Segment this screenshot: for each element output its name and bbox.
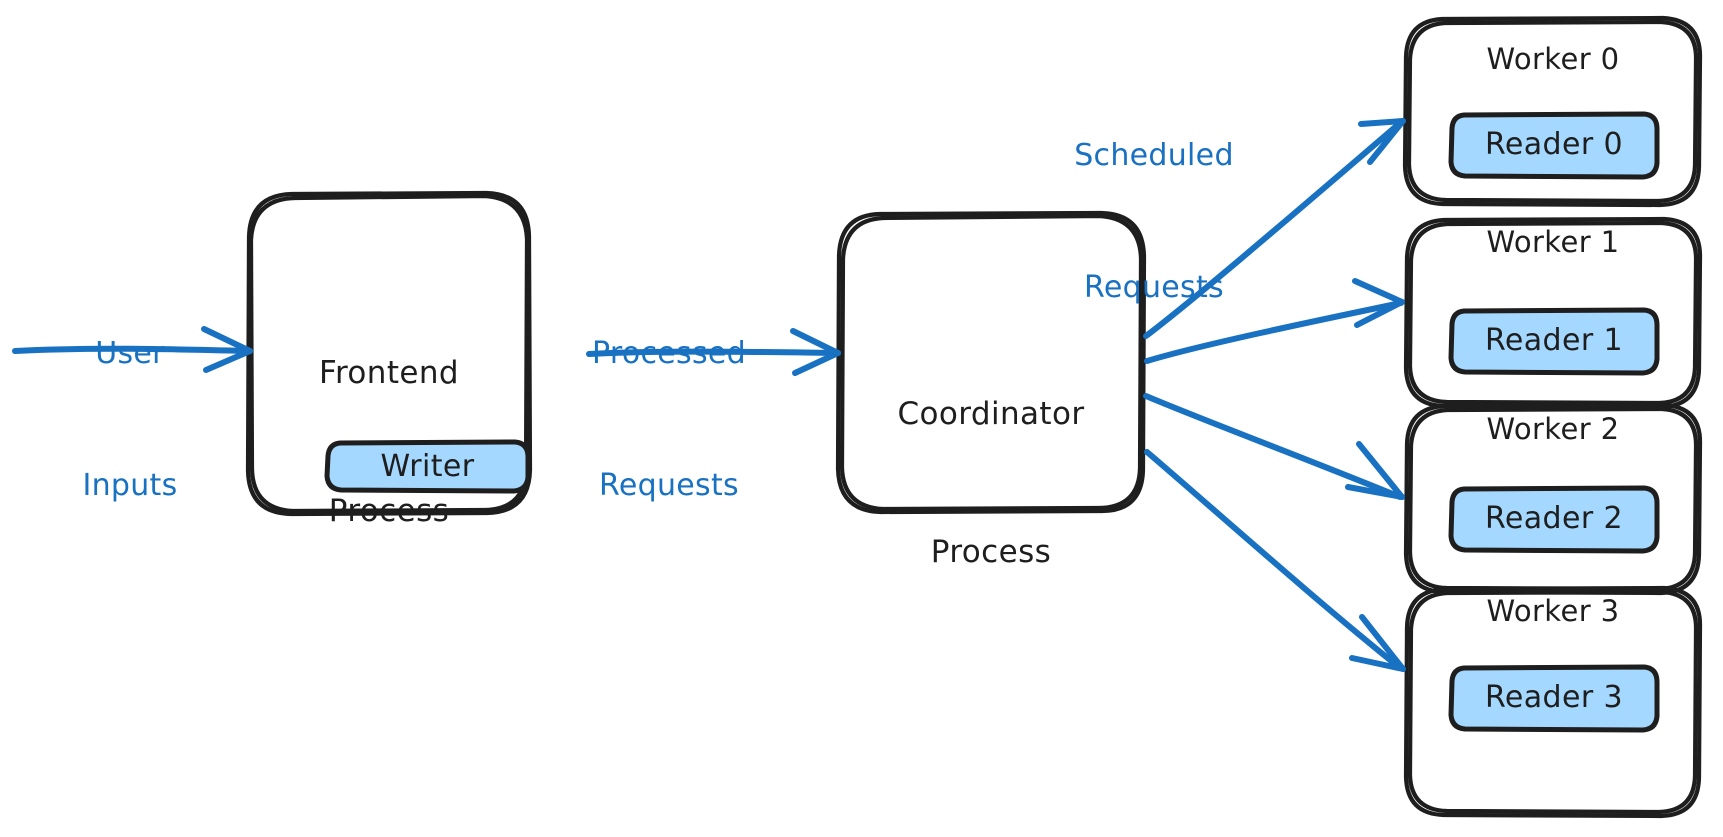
edge-label-user-inputs-line1: User bbox=[95, 336, 165, 371]
writer-box bbox=[324, 439, 531, 494]
reader-box-2 bbox=[1448, 485, 1660, 554]
edge-label-scheduled-requests: Scheduled Requests bbox=[1030, 46, 1278, 398]
arrow-scheduled-worker-0 bbox=[1143, 118, 1406, 339]
reader-box-0 bbox=[1448, 111, 1660, 180]
edge-label-scheduled-requests-line2: Requests bbox=[1084, 270, 1224, 305]
reader-box-1 bbox=[1448, 307, 1660, 376]
edge-label-user-inputs-line2: Inputs bbox=[82, 468, 178, 503]
arrow-user-inputs bbox=[12, 326, 253, 373]
frontend-process-box bbox=[245, 190, 533, 517]
edge-label-processed-requests-line2: Requests bbox=[599, 468, 739, 503]
reader-box-3 bbox=[1448, 664, 1660, 733]
arrow-processed-requests bbox=[586, 328, 841, 376]
arrow-scheduled-worker-1 bbox=[1144, 278, 1405, 364]
edge-label-processed-requests-line1: Processed bbox=[591, 336, 746, 371]
worker-box-3 bbox=[1403, 585, 1703, 819]
coordinator-process-box bbox=[835, 210, 1147, 515]
edge-label-processed-requests: Processed Requests bbox=[548, 244, 790, 596]
arrow-scheduled-worker-2 bbox=[1143, 393, 1405, 500]
worker-box-0 bbox=[1402, 15, 1703, 208]
edge-label-scheduled-requests-line1: Scheduled bbox=[1074, 138, 1234, 173]
arrow-scheduled-worker-3 bbox=[1144, 449, 1406, 672]
edge-label-user-inputs: User Inputs bbox=[40, 244, 220, 596]
